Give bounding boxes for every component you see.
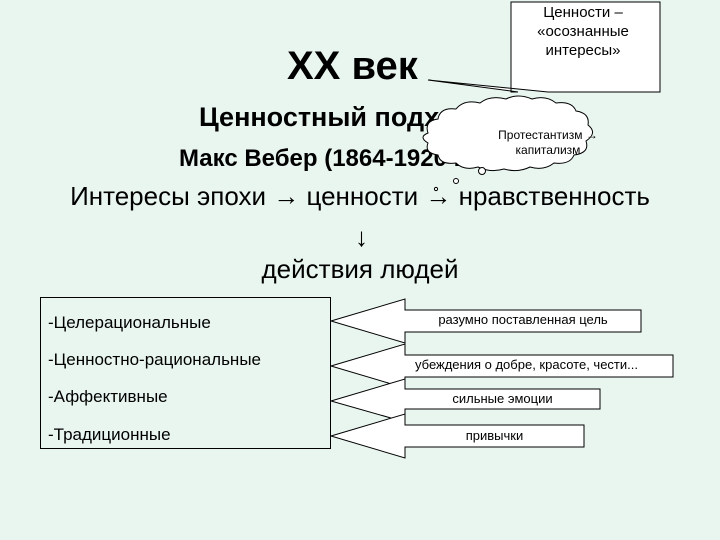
type-value-rational: -Ценностно-рациональные [48,350,261,369]
arrow-4 [329,413,585,459]
type-goal-rational: -Целерациональные [48,313,211,332]
down-arrow-icon: ↓ [355,222,368,252]
values-chain: Интересы эпохи → ценности → нравственнос… [70,181,650,211]
reason-emotions: сильные эмоции [452,391,553,406]
callout-bubble [427,1,661,93]
arrow-1 [329,298,642,344]
callout-text: Ценности – «осознанные интересы» [537,4,629,59]
thought-cloud [422,95,593,192]
approach-heading: Ценностный подход [199,102,472,132]
type-affective: -Аффективные [48,387,168,406]
result-text: действия людей [261,254,459,284]
page-title: XX век [287,44,418,88]
reason-habits: привычки [465,428,524,443]
action-types-box [40,297,331,449]
reason-values: убеждения о добре, красоте, чести... [415,357,638,372]
type-traditional: -Традиционные [48,425,171,444]
reason-goal: разумно поставленная цель [438,312,608,327]
cloud-text: Протестантизм → капитализм [498,128,598,157]
